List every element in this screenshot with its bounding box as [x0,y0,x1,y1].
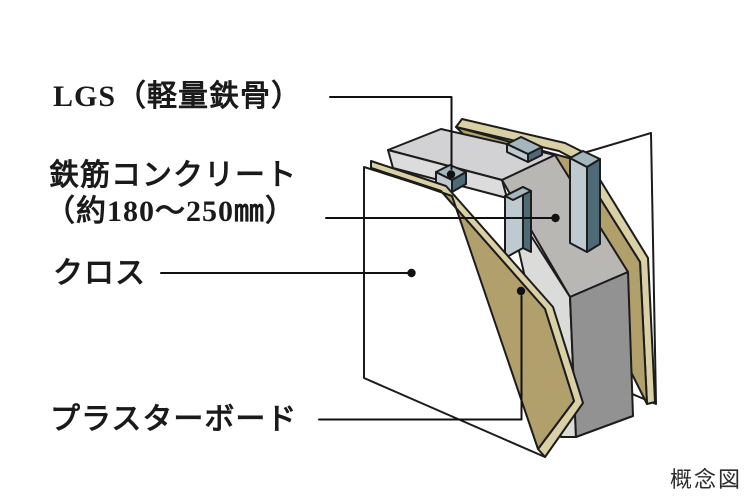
label-plasterboard: プラスターボード [50,403,298,436]
leader-cloth-dot [407,268,416,278]
figure-caption: 概念図 [670,467,743,492]
lgs-stud-middle-side [522,186,532,253]
leader-lgs-dot [446,170,456,179]
leader-concrete-dot [551,213,560,223]
lgs-stud-middle [504,186,532,259]
label-concrete-line1: 鉄筋コンクリート [49,159,297,192]
concrete-end-face [569,271,634,438]
leader-lgs [329,96,453,170]
lgs-stud-right-top [569,150,601,168]
lgs-stud-far [506,136,543,163]
lgs-stud-middle-top [504,186,532,201]
leader-lines [160,96,560,421]
front-plasterboard-face [370,167,575,450]
label-lgs: LGS（軽量鉄骨） [53,80,303,113]
label-concrete: 鉄筋コンクリート （約180〜250㎜） [45,158,297,230]
label-concrete-line2: （約180〜250㎜） [45,195,296,228]
leader-plasterboard-dot [516,286,526,296]
leader-plasterboard [318,295,523,421]
lgs-stud-right-side [586,158,601,253]
lgs-stud-right [569,150,601,253]
lgs-stud-right-front [569,157,588,253]
lgs-stud-far-top [506,136,543,155]
label-cloth: クロス [53,257,146,290]
